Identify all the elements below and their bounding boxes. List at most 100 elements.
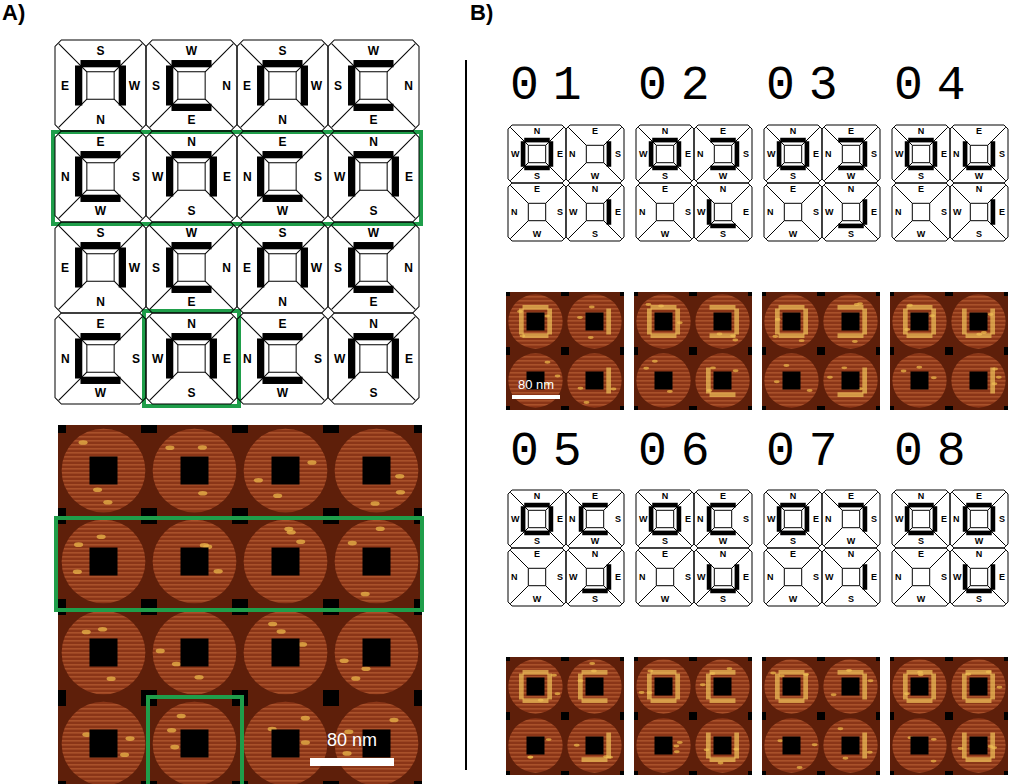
hairpin-bar [521,141,526,167]
tile-seam [510,163,528,181]
afm-hairpin [779,698,805,703]
direction-letter: W [311,80,322,92]
tile-seam [638,127,656,145]
afm-hairpin [907,698,933,703]
afm-cavity [783,737,801,755]
hairpin-bar [80,60,120,67]
afm-highlight [710,366,716,369]
direction-letter: N [243,171,252,183]
afm-gap [748,406,752,410]
tile-seam [638,528,656,546]
afm-hairpin [803,309,808,335]
tile-center [360,72,387,99]
tile-seam [332,135,360,163]
direction-letter: W [533,230,542,239]
tile-seam [150,135,178,163]
afm-gap [876,657,880,661]
hairpin-bar [392,338,399,378]
origami-tile: ENSW [636,548,694,606]
direction-letter: N [767,573,774,582]
direction-letter: W [569,573,578,582]
afm-gap [561,657,569,661]
direction-letter: N [404,262,413,274]
direction-letter: S [941,208,947,217]
direction-letter: N [534,492,541,501]
tile-seam [696,528,714,546]
afm-hairpin [838,305,864,310]
origami-tile: ENSW [892,548,950,606]
afm-hairpin [523,333,549,338]
afm-image [762,292,880,410]
afm-gap [634,657,638,661]
hairpin-bar [652,138,678,143]
hairpin-bar [166,65,173,105]
tile-seam [824,127,842,145]
tile-seam [205,190,233,218]
panel-label: B) [470,2,493,24]
afm-ground [890,657,1008,775]
direction-letter: N [790,492,797,501]
afm-image [634,657,752,775]
direction-letter: W [277,387,288,399]
afm-highlight [700,683,706,686]
hairpin-bar [710,224,736,229]
afm-tile [508,659,562,713]
afm-highlight [120,752,129,757]
hairpin-bar [262,195,302,202]
direction-letter: E [976,127,982,136]
digit-label: 02 [638,62,724,110]
afm-gap [890,292,894,296]
afm-highlight [254,478,263,483]
digit-label: 06 [638,428,724,476]
direction-letter: S [615,515,621,524]
afm-gap [762,657,766,661]
direction-letter: S [534,537,540,546]
tile-seam [241,226,269,254]
origami-tile: ENSW [508,548,566,606]
direction-letter: N [222,80,231,92]
tile-seam [860,163,878,181]
direction-letter: W [789,230,798,239]
direction-letter: W [697,208,706,217]
tile-center [714,568,731,585]
tile-seam [546,492,564,510]
direction-letter: S [871,150,877,159]
afm-highlight [268,622,277,627]
afm-hairpin [523,670,549,675]
afm-hairpin [523,305,549,310]
afm-gap [323,781,339,784]
tile-seam [894,163,912,181]
afm-hairpin [966,670,992,675]
afm-gap [1004,712,1008,720]
afm-highlight [555,692,561,695]
afm-gap [748,712,752,720]
direction-letter: S [848,595,854,604]
tile-border [694,490,752,548]
origami-tile: ENSW [764,548,822,606]
direction-letter: S [615,150,621,159]
afm-tile [62,520,146,604]
direction-letter: S [557,573,563,582]
afm-tile [567,659,621,713]
hairpin-bar [908,531,934,536]
digit-label: 04 [894,62,980,110]
direction-letter: S [813,208,819,217]
hairpin-bar [710,166,736,171]
tile-seam [952,221,970,239]
direction-letter: N [639,208,646,217]
afm-tile [567,718,621,772]
tile-seam [205,135,233,163]
afm-gap [689,406,697,410]
afm-hairpin [647,309,652,335]
afm-gap [890,347,894,355]
hairpin-bar [908,503,934,508]
tile-seam [510,550,528,568]
direction-letter: E [187,114,195,126]
direction-letter: E [223,353,231,365]
direction-letter: N [976,550,983,559]
direction-letter: E [685,150,691,159]
tile-seam [638,550,656,568]
afm-gap [414,781,422,784]
afm-cavity [90,639,118,667]
afm-highlight [93,487,102,492]
